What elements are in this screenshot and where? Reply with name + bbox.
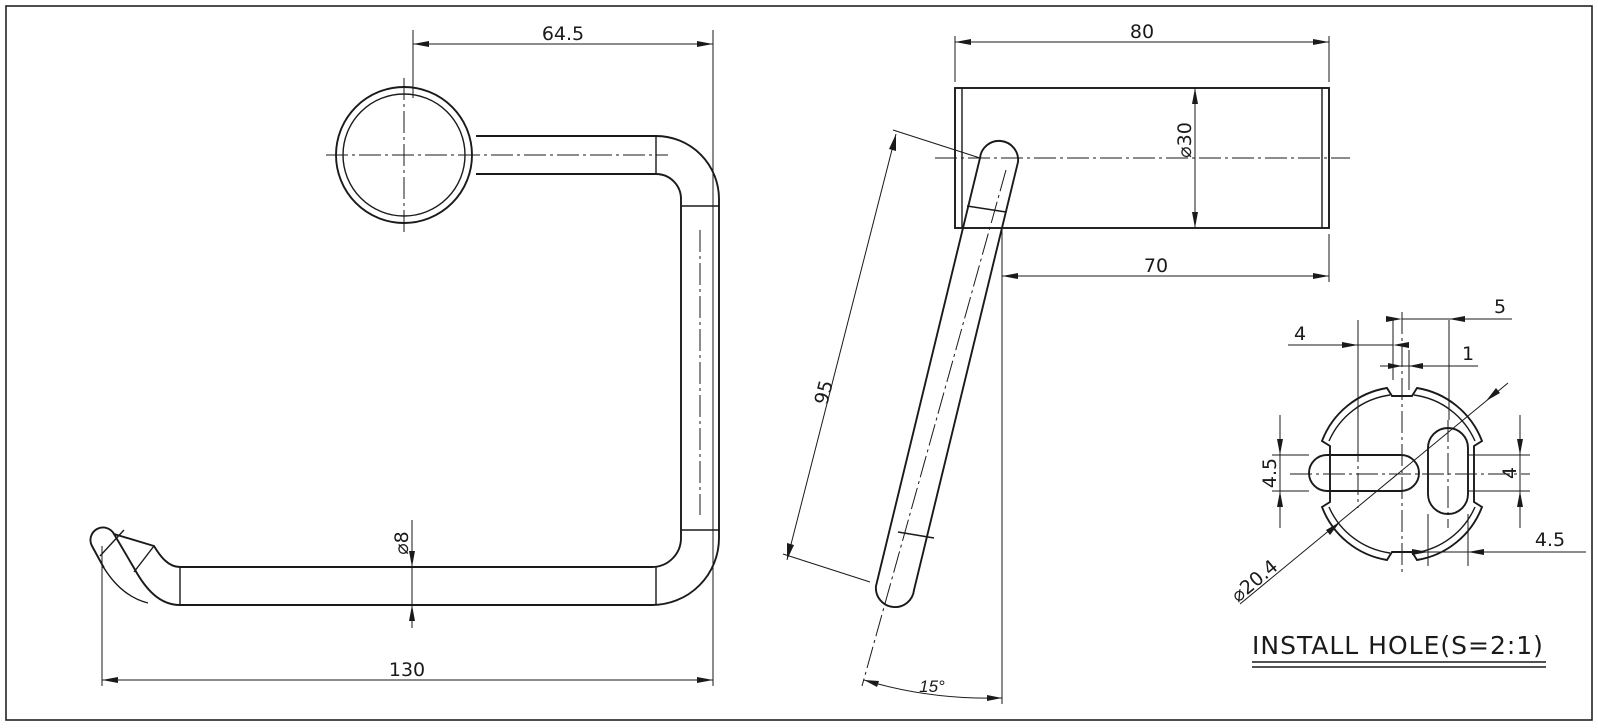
dim-width-top: 64.5 bbox=[542, 23, 584, 45]
side-arm bbox=[875, 139, 1019, 609]
front-view: 64.5 130 ⌀8 bbox=[89, 23, 720, 686]
front-rod-inner bbox=[113, 173, 682, 568]
dim-base-diameter: ⌀30 bbox=[1174, 122, 1196, 158]
install-hole-detail: ⌀20.4 4 5 1 4.5 4 bbox=[1227, 296, 1586, 668]
dim-hole-4-right: 4 bbox=[1499, 467, 1521, 479]
install-hole-contour bbox=[1320, 386, 1484, 562]
drawing-border bbox=[5, 5, 1593, 721]
dim-hole-4-top: 4 bbox=[1294, 323, 1306, 345]
dim-depth-total: 80 bbox=[1130, 21, 1154, 43]
dim-hole-4-5-right: 4.5 bbox=[1535, 529, 1565, 551]
front-rod-outer bbox=[89, 135, 720, 606]
side-view: 80 70 ⌀30 95 15° bbox=[782, 21, 1350, 704]
dim-arm-length: 95 bbox=[811, 378, 838, 407]
dim-arm-angle: 15° bbox=[919, 677, 945, 696]
dim-hole-5: 5 bbox=[1494, 296, 1506, 318]
dim-hole-4-5-left: 4.5 bbox=[1259, 458, 1281, 488]
dim-rod-diameter: ⌀8 bbox=[391, 531, 413, 555]
dim-hole-1: 1 bbox=[1462, 343, 1474, 365]
install-hole-title: INSTALL HOLE(S=2:1) bbox=[1252, 631, 1544, 660]
slot-horizontal bbox=[1308, 454, 1420, 492]
dim-depth-base: 70 bbox=[1144, 255, 1168, 277]
dim-hole-diameter: ⌀20.4 bbox=[1227, 555, 1282, 606]
dim-width-bottom: 130 bbox=[389, 659, 425, 681]
